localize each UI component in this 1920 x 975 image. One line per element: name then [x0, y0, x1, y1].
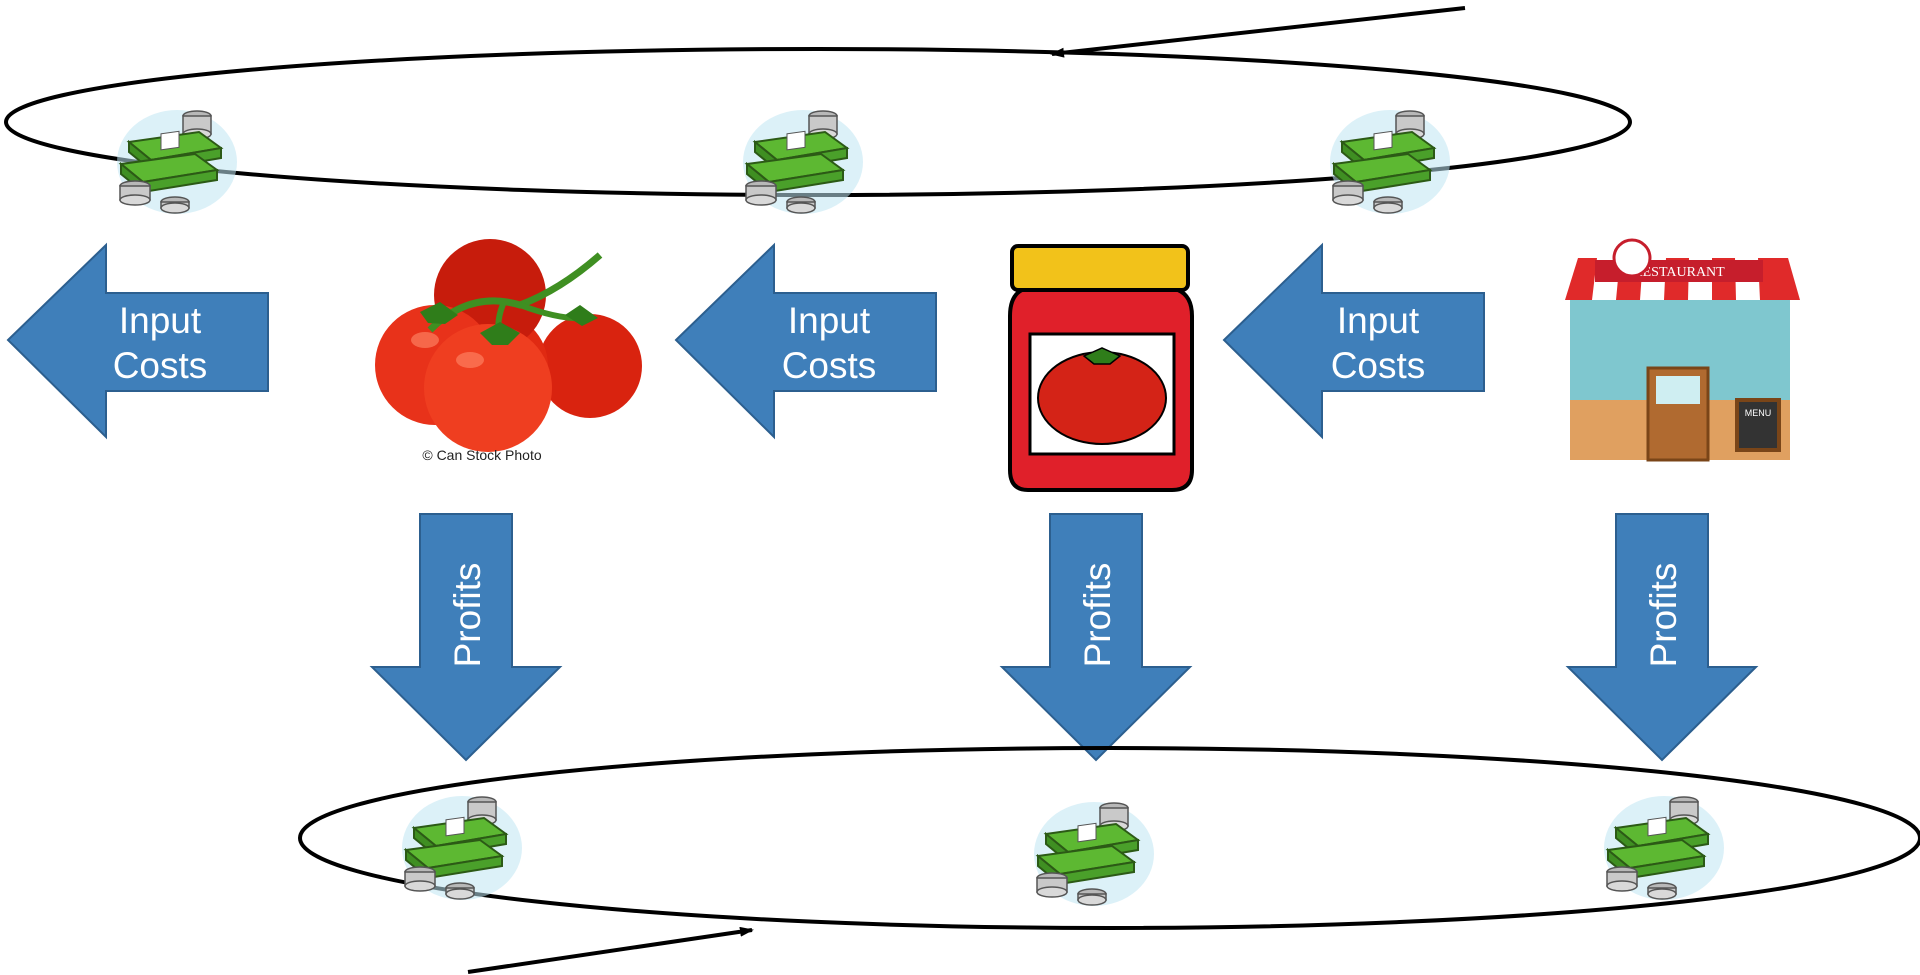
profits-arrow-2: Profits — [999, 513, 1193, 762]
profits-label: Profits — [1077, 563, 1118, 668]
input-costs-line1: Input — [1337, 300, 1420, 341]
tomatoes-icon: © Can Stock Photo — [375, 239, 642, 463]
money-stack-icon — [1033, 801, 1155, 907]
profits-arrow-1: Profits — [369, 513, 563, 762]
input-costs-arrow-1: Input Costs — [6, 242, 269, 440]
input-costs-line1: Input — [119, 300, 202, 341]
bottom-money-ellipse — [298, 746, 1920, 930]
input-costs-line2: Costs — [782, 345, 877, 386]
tomato-sauce-jar-icon — [1008, 244, 1194, 492]
money-stack-icon — [1603, 795, 1725, 901]
image-credit: © Can Stock Photo — [422, 447, 541, 463]
money-stack-icon — [1329, 109, 1451, 215]
money-stack-icon — [116, 109, 238, 215]
input-costs-line2: Costs — [1331, 345, 1426, 386]
input-costs-line2: Costs — [113, 345, 208, 386]
top-pointer-arrow — [1050, 6, 1466, 58]
menu-board: MENU — [1745, 408, 1772, 418]
money-stack-icon — [401, 795, 523, 901]
restaurant-sign: RESTAURANT — [1633, 265, 1725, 280]
profits-label: Profits — [1643, 563, 1684, 668]
restaurant-storefront-icon: RESTAURANT MENU — [1565, 238, 1800, 462]
money-stack-icon — [742, 109, 864, 215]
profits-arrow-3: Profits — [1565, 513, 1759, 762]
input-costs-arrow-2: Input Costs — [674, 242, 937, 440]
input-costs-arrow-3: Input Costs — [1222, 242, 1485, 440]
bottom-pointer-arrow — [467, 926, 754, 974]
input-costs-line1: Input — [788, 300, 871, 341]
profits-label: Profits — [447, 563, 488, 668]
